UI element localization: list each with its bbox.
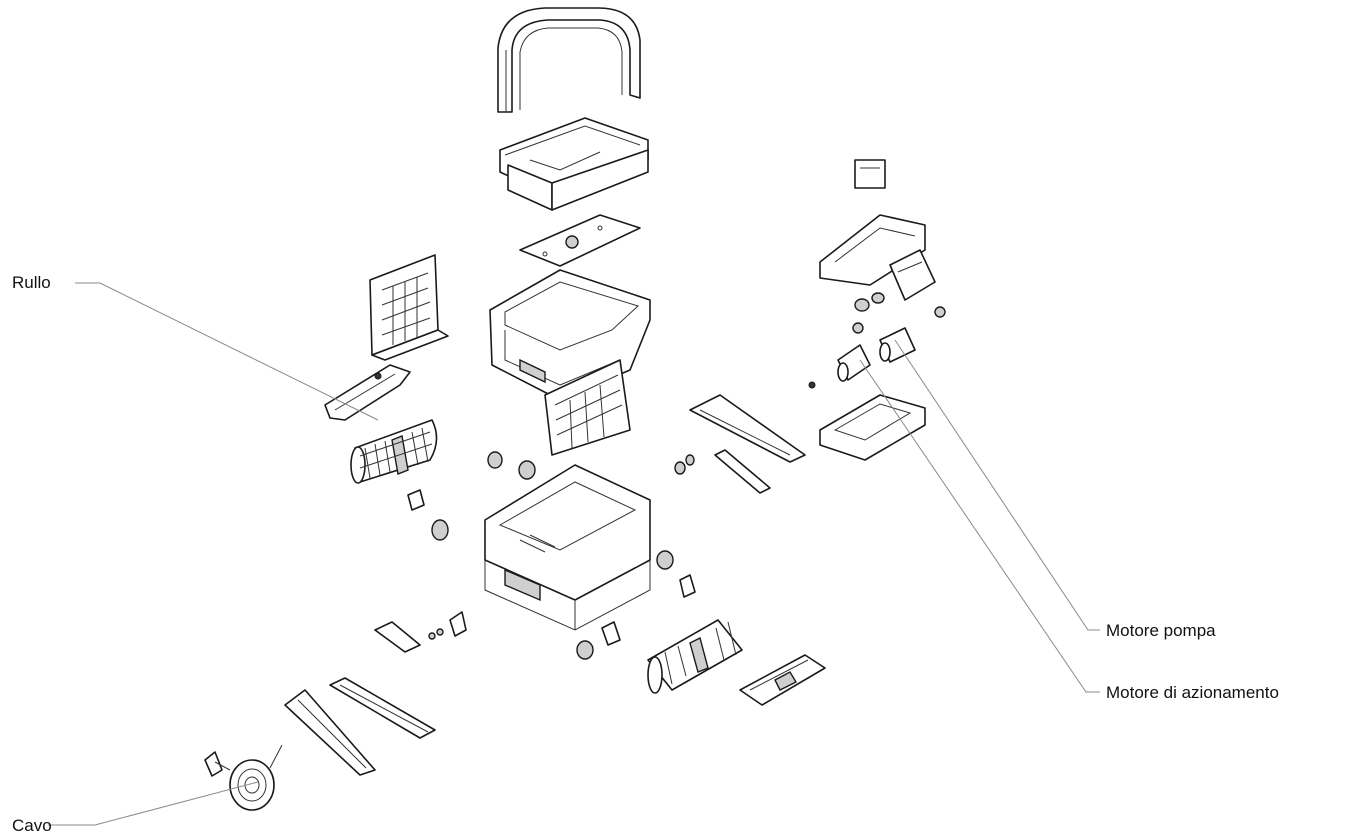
left-filter-part [369,254,449,361]
lower-chassis-part [484,464,651,631]
motor-cylinders-part [808,322,916,389]
label-cavo: Cavo [12,816,52,835]
label-motore-azionamento: Motore di azionamento [1106,683,1279,702]
upper-body-part [489,269,651,401]
leader-cavo [48,781,259,826]
label-motore-pompa: Motore pompa [1106,621,1216,640]
leader-lines [48,282,1100,826]
leader-rullo [75,282,379,421]
handle-part [497,7,641,113]
top-cover-part [499,117,649,211]
bottom-tray-part [819,394,926,461]
leader-motore-pompa [894,339,1100,631]
pump-assembly-part [819,159,946,318]
left-small-gears-part [407,451,536,541]
label-rullo: Rullo [12,273,51,292]
cable-reel-part [204,744,283,811]
top-plate-part [519,214,641,267]
lower-right-parts [576,550,826,706]
roller-top-left-part [350,419,438,484]
leader-motore-azionamento [859,359,1100,693]
lower-left-parts [284,611,467,776]
left-bumper-part [324,364,411,421]
right-filter-part [544,359,631,456]
right-track-part [674,394,806,494]
